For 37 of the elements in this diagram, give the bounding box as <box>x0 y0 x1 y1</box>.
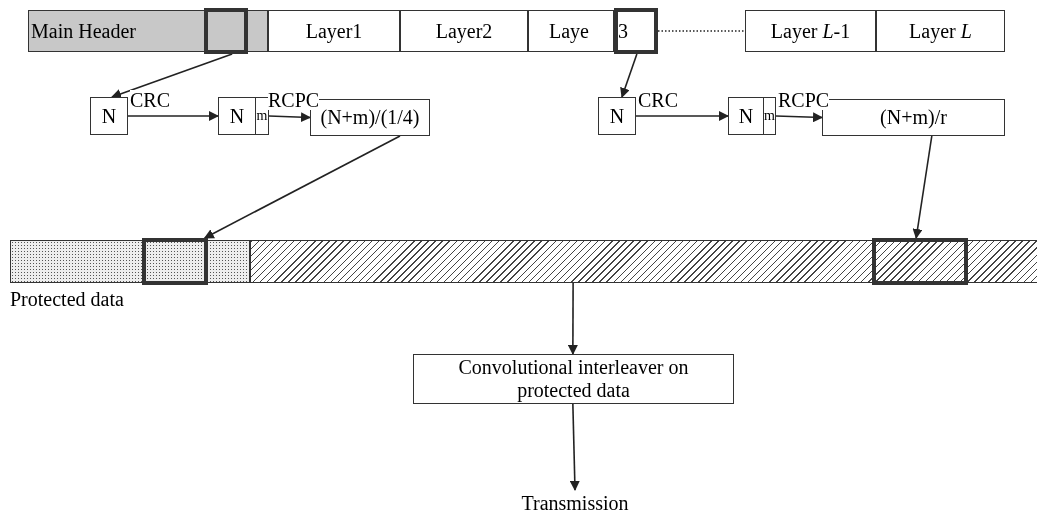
highlight-box <box>872 238 968 285</box>
highlight-box <box>204 8 248 54</box>
layer-cell: Layer2 <box>400 10 528 52</box>
layer-cell: Layer1 <box>268 10 400 52</box>
data-box: N <box>598 97 636 135</box>
layer-cell: Layer L-1 <box>745 10 876 52</box>
edge-label: CRC <box>130 90 171 110</box>
layer-cell: Laye <box>528 10 614 52</box>
output-label: Transmission <box>495 490 655 516</box>
arrow <box>635 111 729 121</box>
arrow <box>775 112 823 123</box>
hatched-bar-segment <box>250 240 1037 283</box>
arrow <box>203 135 401 239</box>
layer-cell: Layer L <box>876 10 1005 52</box>
arrow <box>268 112 311 123</box>
segment-label: Main Header <box>30 19 136 43</box>
dotted-bar-segment <box>10 240 250 283</box>
parity-box: m <box>255 97 269 135</box>
arrow <box>620 53 638 98</box>
highlight-box: 3 <box>614 8 658 54</box>
arrow <box>127 111 219 121</box>
dotted-line <box>657 30 746 32</box>
header-segment <box>28 10 268 52</box>
edge-label: RCPC <box>268 90 320 110</box>
data-box: N <box>90 97 128 135</box>
arrow <box>567 282 578 355</box>
arrow <box>111 53 233 99</box>
caption-text: Protected data <box>10 288 124 311</box>
arrow <box>569 403 580 491</box>
highlight-box <box>142 238 208 285</box>
data-box: N <box>728 97 764 135</box>
arrow <box>912 135 933 239</box>
process-box: Convolutional interleaver on protected data <box>413 354 734 404</box>
data-box: N <box>218 97 256 135</box>
edge-label: CRC <box>638 90 679 110</box>
parity-box: m <box>763 97 776 135</box>
edge-label: RCPC <box>778 90 830 110</box>
